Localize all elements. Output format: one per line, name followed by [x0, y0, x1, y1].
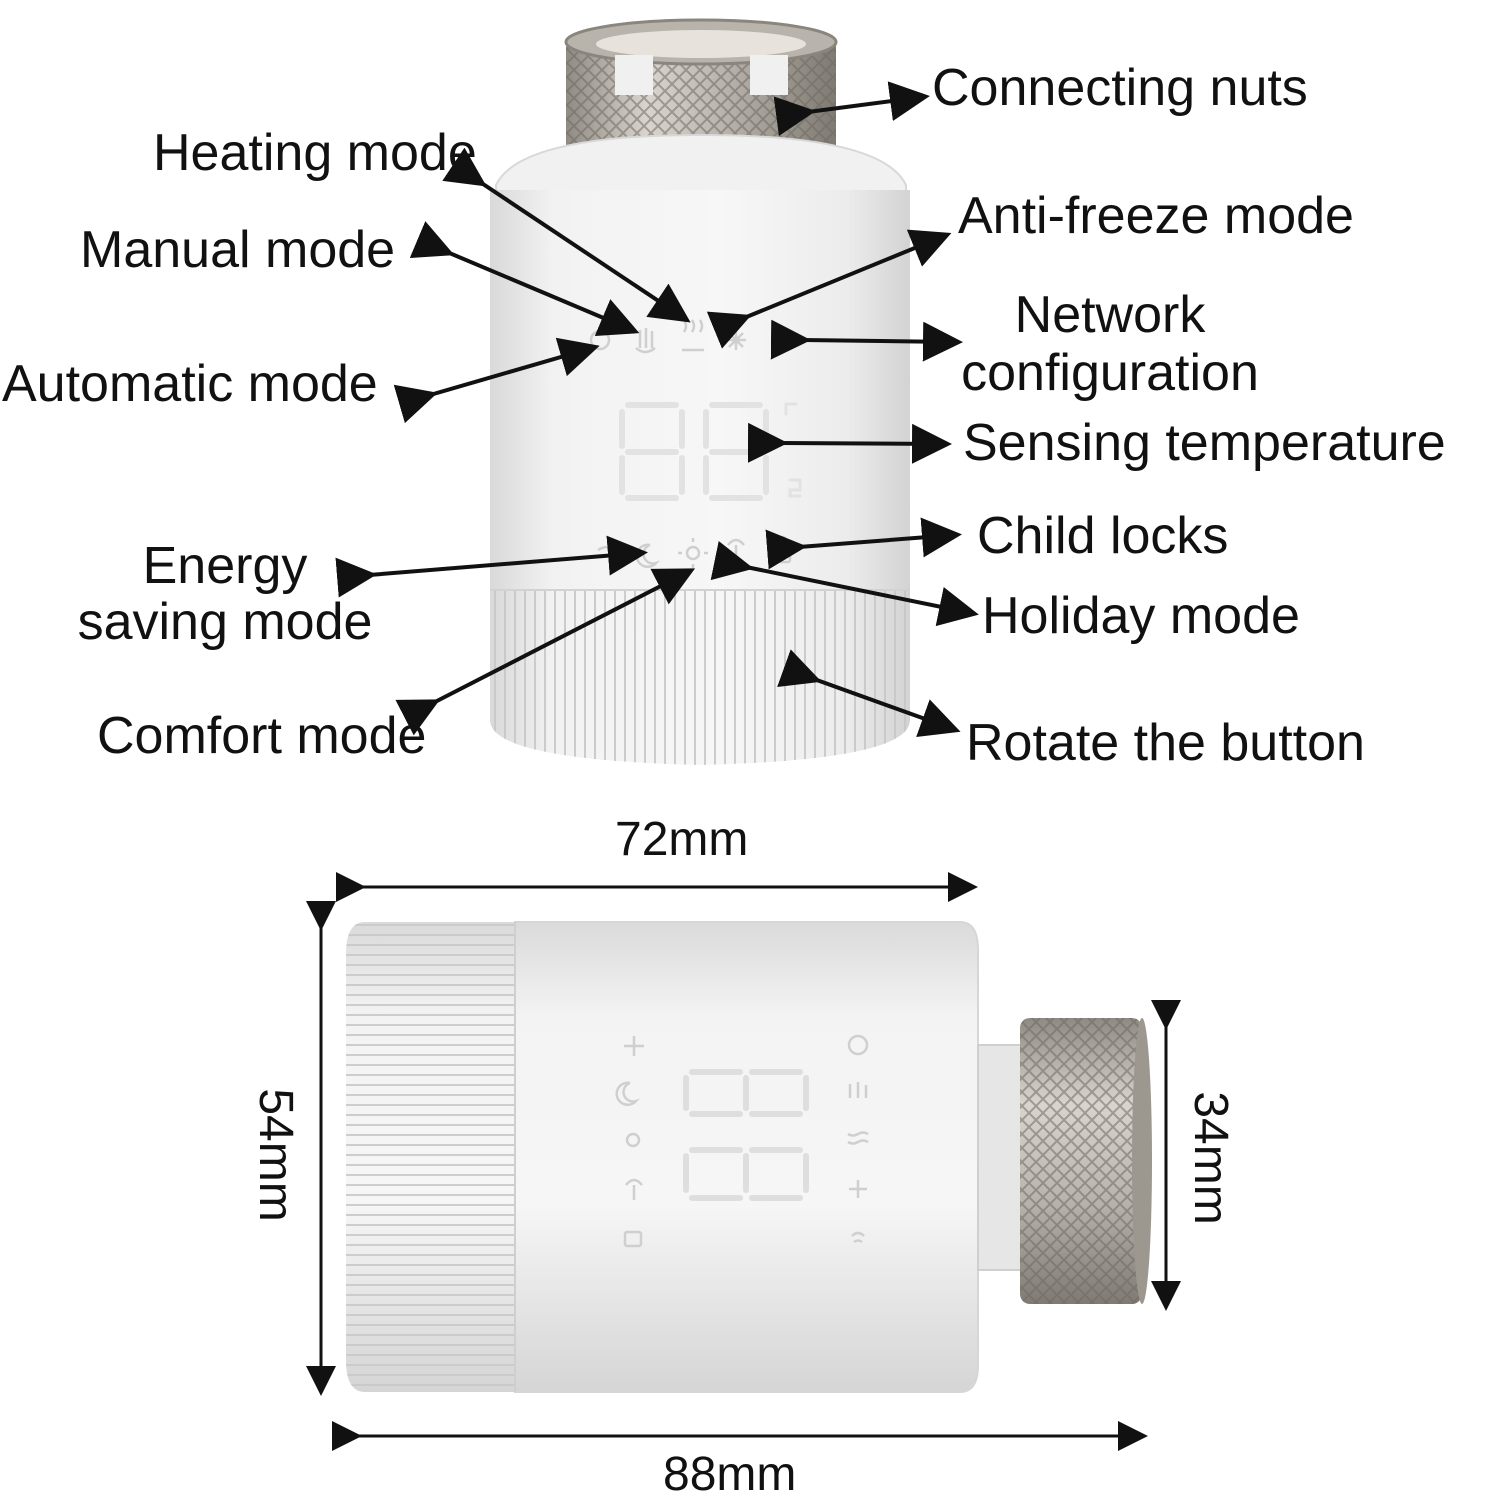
side-heating-icon: [847, 1131, 869, 1145]
side-comfort-icon: [625, 1132, 641, 1148]
label-rotate-the-button: Rotate the button: [966, 714, 1365, 772]
label-energy-saving-1: Energy: [142, 537, 308, 595]
side-child-lock-icon: [623, 1230, 643, 1248]
label-network-configuration-2: configuration: [961, 344, 1259, 402]
manual-mode-icon: [635, 328, 656, 354]
side-energy-saving-icon: [615, 1081, 640, 1106]
thermostat-body: [490, 190, 910, 590]
label-sensing-temperature: Sensing temperature: [963, 414, 1446, 472]
dim-label-72mm: 72mm: [615, 813, 749, 866]
label-energy-saving-2: saving mode: [77, 593, 373, 651]
thermostat-front-view: [490, 18, 910, 765]
label-heating-mode: Heating mode: [153, 124, 477, 182]
callout-arrows: [335, 81, 979, 737]
anti-freeze-icon: [726, 330, 746, 350]
side-anti-freeze-icon: [624, 1036, 644, 1056]
label-child-locks: Child locks: [977, 507, 1229, 565]
label-automatic-mode: Automatic mode: [2, 355, 378, 413]
thermostat-side-view: [346, 921, 1152, 1393]
side-holiday-icon: [625, 1178, 643, 1200]
dim-label-88mm: 88mm: [663, 1448, 797, 1501]
label-holiday-mode: Holiday mode: [982, 587, 1300, 645]
label-comfort-mode: Comfort mode: [97, 707, 427, 765]
dim-label-54mm: 54mm: [249, 1088, 302, 1222]
comfort-mode-icon: [685, 545, 701, 561]
label-manual-mode: Manual mode: [80, 221, 396, 279]
side-manual-icon: [848, 1082, 868, 1098]
side-temperature-display: [683, 1069, 809, 1201]
side-wifi-icon: [851, 1231, 865, 1244]
dimension-arrows: [306, 872, 1181, 1451]
side-automatic-icon: [847, 1034, 869, 1056]
connecting-nut-side: [1020, 1018, 1152, 1304]
label-connecting-nuts: Connecting nuts: [932, 59, 1308, 117]
heating-mode-icon: [682, 319, 704, 352]
dim-label-34mm: 34mm: [1184, 1091, 1237, 1225]
side-icons: [615, 1034, 869, 1248]
label-network-configuration-1: Network: [1014, 286, 1206, 344]
label-anti-freeze-mode: Anti-freeze mode: [958, 187, 1354, 245]
side-anti-freeze-icon-2: [849, 1180, 867, 1198]
